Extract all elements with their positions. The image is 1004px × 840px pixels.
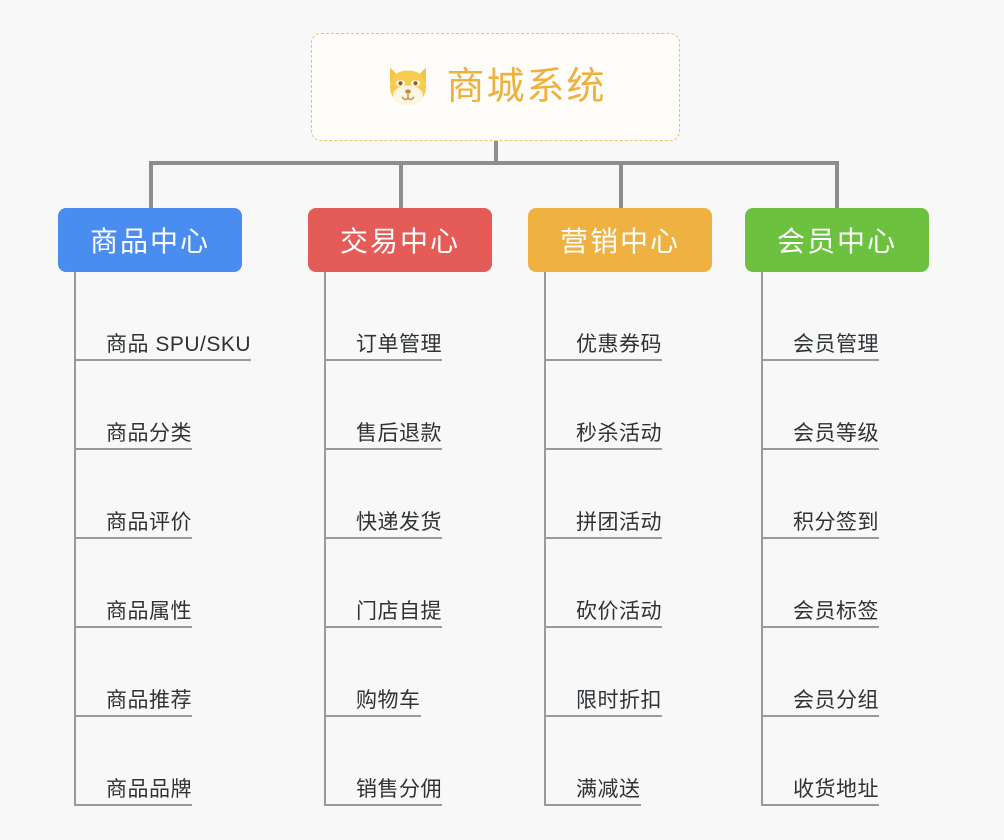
list-item-label: 售后退款 <box>356 422 442 450</box>
list-item-label: 会员标签 <box>793 600 879 628</box>
list-item-label: 秒杀活动 <box>576 422 662 450</box>
root-title: 商城系统 <box>446 66 607 108</box>
list-item-label: 购物车 <box>356 689 421 717</box>
connector-drop-2 <box>399 161 403 208</box>
column-交易中心: 交易中心 订单管理 售后退款 快递发货 门店自提 购物车 销售分佣 <box>308 208 492 806</box>
column-header-3[interactable]: 营销中心 <box>528 208 712 272</box>
list-item-label: 商品分类 <box>106 422 192 450</box>
shiba-dog-icon <box>390 67 427 105</box>
list-item[interactable]: 商品 SPU/SKU <box>76 272 252 361</box>
list-item-label: 商品 SPU/SKU <box>106 333 252 361</box>
list-item[interactable]: 商品推荐 <box>76 628 251 717</box>
column-会员中心: 会员中心 会员管理 会员等级 积分签到 会员标签 会员分组 收货地址 <box>745 208 929 806</box>
list-item[interactable]: 会员管理 <box>763 272 929 361</box>
connector-horizontal-bus <box>149 161 839 165</box>
list-item-label: 满减送 <box>576 778 641 806</box>
list-item-label: 商品推荐 <box>106 689 192 717</box>
column-header-label: 商品中心 <box>89 226 210 257</box>
list-item-label: 砍价活动 <box>576 600 662 628</box>
root-node[interactable]: 商城系统 <box>311 33 680 141</box>
list-item[interactable]: 限时折扣 <box>546 628 712 717</box>
list-item-label: 快递发货 <box>356 511 442 539</box>
list-item-label: 积分签到 <box>793 511 879 539</box>
list-item[interactable]: 商品评价 <box>76 450 251 539</box>
list-item[interactable]: 积分签到 <box>763 450 929 539</box>
list-item-label: 门店自提 <box>356 600 442 628</box>
connector-drop-4 <box>835 161 839 208</box>
list-item[interactable]: 秒杀活动 <box>546 361 712 450</box>
column-营销中心: 营销中心 优惠券码 秒杀活动 拼团活动 砍价活动 限时折扣 满减送 <box>528 208 712 806</box>
connector-drop-3 <box>619 161 623 208</box>
connector-root-stem <box>494 141 498 165</box>
list-item[interactable]: 优惠券码 <box>546 272 712 361</box>
list-item-label: 会员等级 <box>793 422 879 450</box>
list-item-label: 商品品牌 <box>106 778 192 806</box>
list-item-label: 收货地址 <box>793 778 879 806</box>
list-item-label: 限时折扣 <box>576 689 662 717</box>
list-item[interactable]: 砍价活动 <box>546 539 712 628</box>
column-header-1[interactable]: 商品中心 <box>58 208 242 272</box>
list-item[interactable]: 订单管理 <box>326 272 492 361</box>
list-item[interactable]: 收货地址 <box>763 717 929 806</box>
list-item[interactable]: 门店自提 <box>326 539 492 628</box>
column-header-2[interactable]: 交易中心 <box>308 208 492 272</box>
column-header-label: 交易中心 <box>339 226 460 257</box>
list-item-label: 会员分组 <box>793 689 879 717</box>
list-item[interactable]: 销售分佣 <box>326 717 492 806</box>
column-header-label: 营销中心 <box>559 226 680 257</box>
column-items-2: 订单管理 售后退款 快递发货 门店自提 购物车 销售分佣 <box>324 272 492 806</box>
column-header-label: 会员中心 <box>776 226 897 257</box>
list-item[interactable]: 商品分类 <box>76 361 251 450</box>
list-item-label: 优惠券码 <box>576 333 662 361</box>
list-item[interactable]: 商品属性 <box>76 539 251 628</box>
list-item-label: 订单管理 <box>356 333 442 361</box>
list-item[interactable]: 会员等级 <box>763 361 929 450</box>
list-item[interactable]: 快递发货 <box>326 450 492 539</box>
column-header-4[interactable]: 会员中心 <box>745 208 929 272</box>
list-item[interactable]: 会员分组 <box>763 628 929 717</box>
list-item[interactable]: 会员标签 <box>763 539 929 628</box>
connector-drop-1 <box>149 161 153 208</box>
list-item-label: 销售分佣 <box>356 778 442 806</box>
list-item-label: 商品评价 <box>106 511 192 539</box>
column-商品中心: 商品中心 商品 SPU/SKU 商品分类 商品评价 商品属性 商品推荐 商品品牌 <box>58 208 252 806</box>
list-item[interactable]: 购物车 <box>326 628 492 717</box>
list-item-label: 拼团活动 <box>576 511 662 539</box>
list-item[interactable]: 满减送 <box>546 717 712 806</box>
list-item[interactable]: 售后退款 <box>326 361 492 450</box>
list-item[interactable]: 拼团活动 <box>546 450 712 539</box>
list-item[interactable]: 商品品牌 <box>76 717 251 806</box>
column-items-1: 商品 SPU/SKU 商品分类 商品评价 商品属性 商品推荐 商品品牌 <box>74 272 252 806</box>
list-item-label: 会员管理 <box>793 333 879 361</box>
column-items-3: 优惠券码 秒杀活动 拼团活动 砍价活动 限时折扣 满减送 <box>544 272 712 806</box>
column-items-4: 会员管理 会员等级 积分签到 会员标签 会员分组 收货地址 <box>761 272 929 806</box>
list-item-label: 商品属性 <box>106 600 192 628</box>
